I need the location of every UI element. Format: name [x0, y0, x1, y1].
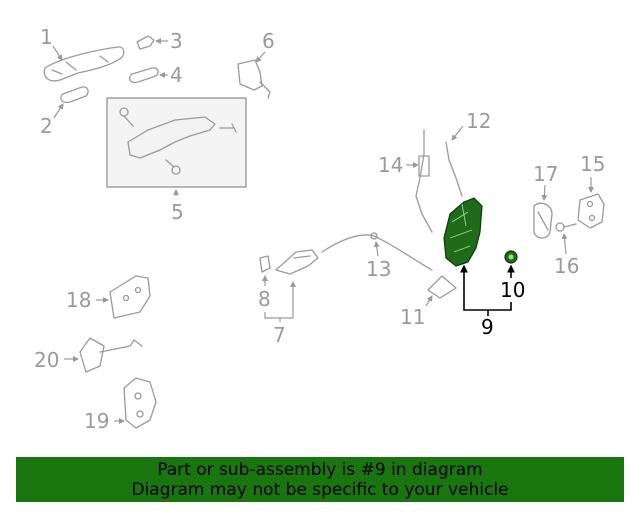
part-15-striker: 15: [577, 152, 605, 229]
callout-1[interactable]: 1: [40, 25, 53, 49]
callout-5[interactable]: 5: [171, 200, 184, 224]
part-7-inside-handle: 7: [264, 249, 319, 347]
info-banner: Part or sub-assembly is #9 in diagram Di…: [16, 457, 624, 502]
part-1-outside-handle: 1: [40, 25, 125, 82]
part-18-bracket: 18: [66, 275, 151, 319]
callout-15[interactable]: 15: [580, 152, 605, 176]
part-4-gasket: 4: [128, 63, 183, 87]
part-16-bolt: 16: [554, 222, 579, 278]
parts-diagram: 1 2 3 4 6 5 12: [34, 25, 605, 433]
part-9-door-lock-actuator[interactable]: [443, 197, 483, 267]
callout-10[interactable]: 10: [500, 278, 525, 302]
part-11-rod-clip: 11: [400, 275, 457, 329]
callout-3[interactable]: 3: [170, 29, 183, 53]
part-10-grommet: 10: [500, 250, 525, 302]
callout-9[interactable]: 9: [481, 315, 494, 339]
callout-8[interactable]: 8: [258, 287, 271, 311]
part-13-cable: 13: [321, 232, 433, 281]
callout-17[interactable]: 17: [533, 162, 558, 186]
callout-16[interactable]: 16: [554, 254, 579, 278]
part-12-rod: 12: [445, 109, 491, 197]
callout-14[interactable]: 14: [378, 153, 403, 177]
part-17-cover: 17: [533, 162, 558, 239]
banner-line-1: Part or sub-assembly is #9 in diagram: [157, 459, 483, 480]
callout-9-bracket: 9: [460, 264, 512, 339]
callout-20[interactable]: 20: [34, 348, 59, 372]
part-14-cable: 14: [378, 129, 433, 233]
callout-18[interactable]: 18: [66, 288, 91, 312]
callout-13[interactable]: 13: [366, 257, 391, 281]
part-5-handle-frame-box: 5: [106, 97, 247, 224]
part-20-door-check: 20: [34, 337, 143, 373]
callout-11[interactable]: 11: [400, 305, 425, 329]
part-19-hinge: 19: [84, 377, 157, 433]
banner-line-2: Diagram may not be specific to your vehi…: [131, 479, 509, 500]
callout-7[interactable]: 7: [273, 323, 286, 347]
part-2-handle-cap: 2: [40, 86, 89, 138]
callout-12[interactable]: 12: [466, 109, 491, 133]
part-3-clip: 3: [136, 29, 183, 53]
callout-2[interactable]: 2: [40, 114, 53, 138]
callout-6[interactable]: 6: [262, 29, 275, 53]
callout-4[interactable]: 4: [170, 63, 183, 87]
part-8-clip: 8: [258, 255, 271, 311]
part-6-key-cylinder: 6: [237, 29, 275, 99]
callout-19[interactable]: 19: [84, 409, 109, 433]
